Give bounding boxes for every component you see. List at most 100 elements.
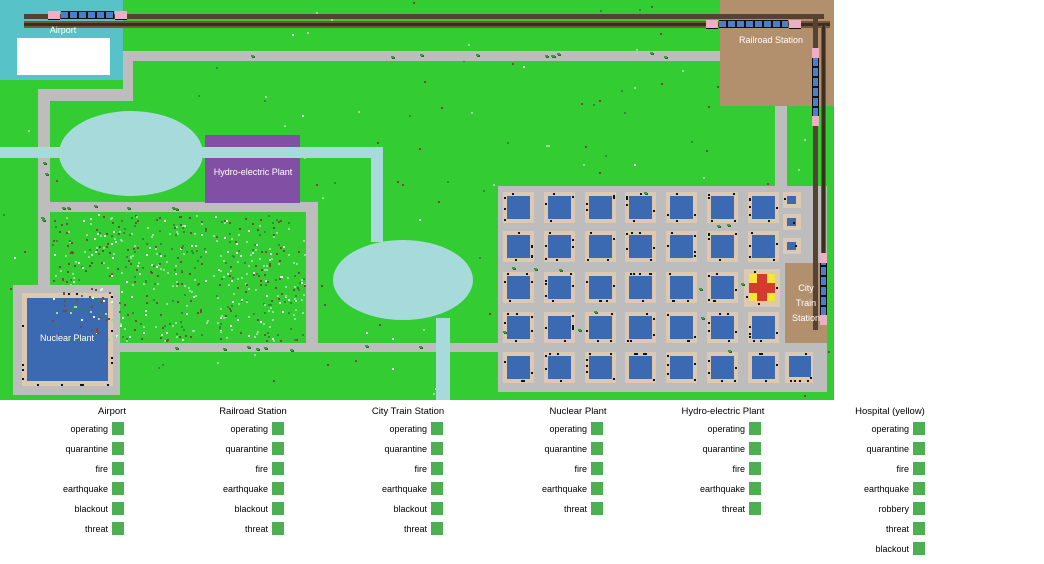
city-block-building[interactable] (670, 276, 693, 299)
city-block-building[interactable] (752, 356, 775, 379)
status-indicator-robbery[interactable] (913, 502, 925, 515)
city-block-building[interactable] (752, 235, 775, 258)
field-speckle (287, 227, 290, 230)
status-indicator-earthquake[interactable] (272, 482, 284, 495)
status-indicator-threat[interactable] (431, 522, 443, 535)
city-block-building[interactable] (711, 356, 734, 379)
railroad-track-north-upper (24, 14, 824, 19)
city-map[interactable]: Airport Railroad Station Hydro-electric … (0, 0, 834, 400)
train[interactable] (812, 58, 819, 116)
status-indicator-quarantine[interactable] (431, 442, 443, 455)
city-block-building[interactable] (629, 356, 652, 379)
status-indicator-earthquake[interactable] (913, 482, 925, 495)
grass-speckle (365, 331, 368, 334)
city-block-building[interactable] (507, 316, 530, 339)
status-indicator-quarantine[interactable] (749, 442, 761, 455)
status-indicator-operating[interactable] (749, 422, 761, 435)
status-indicator-blackout[interactable] (431, 502, 443, 515)
status-indicator-threat[interactable] (913, 522, 925, 535)
city-block-building[interactable] (670, 235, 693, 258)
grass-speckle (280, 276, 283, 279)
field-speckle (245, 291, 248, 294)
field-speckle (287, 276, 290, 279)
city-block-building[interactable] (507, 276, 530, 299)
city-block-building[interactable] (711, 235, 734, 258)
status-indicator-fire[interactable] (913, 462, 925, 475)
city-block-building[interactable] (711, 276, 734, 299)
status-indicator-threat[interactable] (591, 502, 603, 515)
city-block-building[interactable] (507, 235, 530, 258)
field-speckle (179, 320, 182, 323)
status-indicator-quarantine[interactable] (913, 442, 925, 455)
city-block-building[interactable] (789, 356, 811, 377)
train[interactable] (820, 263, 827, 315)
status-indicator-earthquake[interactable] (112, 482, 124, 495)
person-dot (586, 358, 588, 361)
city-block-building[interactable] (752, 316, 775, 339)
city-block-building[interactable] (629, 235, 652, 258)
city-block-building[interactable] (711, 316, 734, 339)
city-block-building[interactable] (629, 316, 652, 339)
city-block-building[interactable] (787, 218, 796, 226)
city-block-building[interactable] (507, 356, 530, 379)
status-indicator-fire[interactable] (431, 462, 443, 475)
status-indicator-operating[interactable] (913, 422, 925, 435)
status-indicator-quarantine[interactable] (591, 442, 603, 455)
status-label-threat: threat (563, 504, 587, 514)
city-block-building[interactable] (670, 356, 693, 379)
city-block-building[interactable] (589, 276, 612, 299)
city-block-building[interactable] (589, 235, 612, 258)
status-indicator-operating[interactable] (112, 422, 124, 435)
city-block-building[interactable] (548, 316, 571, 339)
city-block-building[interactable] (548, 235, 571, 258)
field-speckle (77, 285, 80, 288)
field-speckle (220, 221, 223, 224)
city-block-building[interactable] (548, 196, 571, 219)
status-indicator-earthquake[interactable] (591, 482, 603, 495)
hydro-electric-plant-building[interactable] (205, 135, 300, 203)
status-indicator-operating[interactable] (431, 422, 443, 435)
field-speckle (54, 275, 57, 278)
person-dot (653, 210, 655, 213)
field-speckle (134, 251, 137, 254)
city-block-building[interactable] (629, 196, 652, 219)
city-block-building[interactable] (670, 316, 693, 339)
grass-speckle (716, 85, 719, 88)
train[interactable] (719, 20, 788, 28)
city-block-building[interactable] (670, 196, 693, 219)
status-indicator-quarantine[interactable] (272, 442, 284, 455)
status-indicator-threat[interactable] (272, 522, 284, 535)
city-block-building[interactable] (787, 196, 796, 204)
status-indicator-operating[interactable] (272, 422, 284, 435)
city-block-building[interactable] (787, 242, 796, 250)
status-indicator-fire[interactable] (272, 462, 284, 475)
field-speckle (271, 258, 274, 261)
train[interactable] (61, 11, 114, 19)
cts-label-line: Train (795, 298, 817, 308)
status-indicator-blackout[interactable] (272, 502, 284, 515)
nuclear-plant-building[interactable] (27, 298, 108, 381)
status-indicator-earthquake[interactable] (749, 482, 761, 495)
city-block-building[interactable] (589, 356, 612, 379)
status-indicator-earthquake[interactable] (431, 482, 443, 495)
grass-speckle (604, 154, 607, 157)
city-block-building[interactable] (752, 196, 775, 219)
status-indicator-threat[interactable] (112, 522, 124, 535)
status-indicator-fire[interactable] (112, 462, 124, 475)
status-indicator-quarantine[interactable] (112, 442, 124, 455)
status-indicator-threat[interactable] (749, 502, 761, 515)
city-block-building[interactable] (629, 276, 652, 299)
status-indicator-fire[interactable] (749, 462, 761, 475)
city-block-building[interactable] (589, 316, 612, 339)
field-speckle (142, 325, 145, 328)
city-block-building[interactable] (507, 196, 530, 219)
status-indicator-blackout[interactable] (913, 542, 925, 555)
status-indicator-blackout[interactable] (112, 502, 124, 515)
city-block-building[interactable] (548, 356, 571, 379)
field-speckle (183, 252, 186, 255)
status-indicator-fire[interactable] (591, 462, 603, 475)
city-block-building[interactable] (548, 276, 571, 299)
city-block-building[interactable] (711, 196, 734, 219)
status-indicator-operating[interactable] (591, 422, 603, 435)
city-block-building[interactable] (589, 196, 612, 219)
